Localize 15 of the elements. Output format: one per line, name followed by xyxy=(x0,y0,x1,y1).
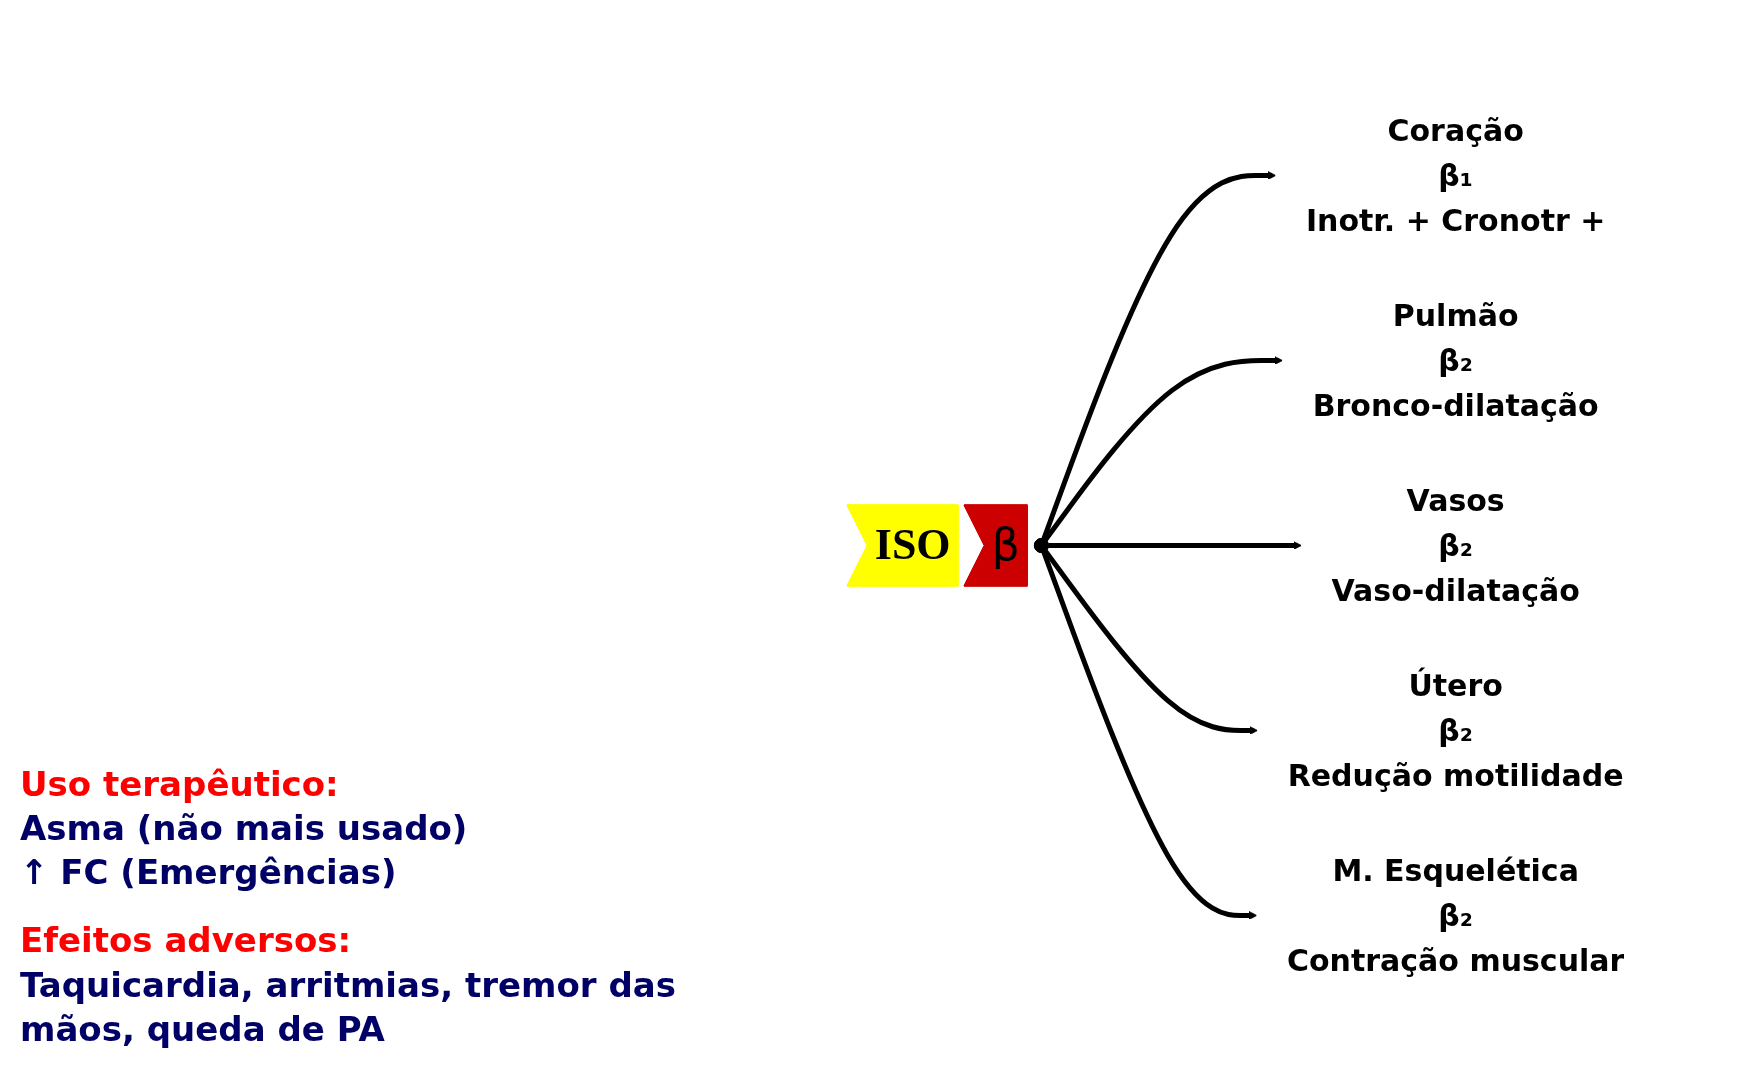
note-text: Taquicardia, arritmias, tremor das mãos, queda de PA xyxy=(20,963,677,1051)
note-text: Asma (não mais usado) xyxy=(20,807,469,851)
arrow xyxy=(1043,549,1259,735)
arrow xyxy=(1041,551,1258,920)
arrow xyxy=(1041,171,1277,540)
section-heading: Efeitos adversos: xyxy=(20,919,353,963)
node-text: Útero β₂ Redução motilidade xyxy=(1288,667,1624,793)
node-text: Coração β₁ Inotr. + Cronotr + xyxy=(1306,113,1606,238)
node-text: M. Esquelética β₂ Contração muscular xyxy=(1287,852,1625,978)
node-text: Vasos β₂ Vaso-dilatação xyxy=(1331,482,1581,608)
note-text: ↑ FC (Emergências) xyxy=(20,851,398,895)
section-heading: Uso terapêutico: xyxy=(20,762,340,806)
arrow xyxy=(1048,541,1303,550)
node-text: Pulmão β₂ Bronco-dilatação xyxy=(1312,298,1599,423)
arrow xyxy=(1043,356,1284,542)
